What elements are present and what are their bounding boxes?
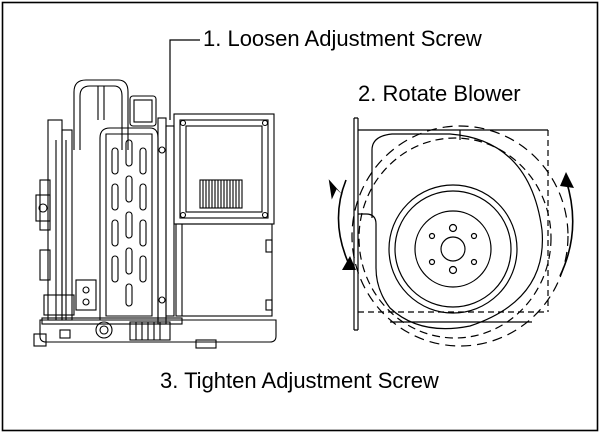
step-1-label: 1. Loosen Adjustment Screw: [203, 26, 482, 51]
rotation-arrows: [328, 172, 574, 277]
step-2-label: 2. Rotate Blower: [358, 81, 521, 106]
step-3-label: 3. Tighten Adjustment Screw: [160, 368, 439, 393]
assembly-side-view: [33, 79, 277, 349]
left-rotation-arc: [337, 179, 349, 263]
right-arrow-head-up-icon: [560, 172, 574, 188]
step1-leader-line: [169, 39, 200, 120]
left-arrow-head-up-icon: [328, 179, 344, 200]
right-rotation-arc: [559, 179, 574, 277]
left-arrow-head-down-icon: [342, 256, 356, 270]
blower-rotation-view: [351, 117, 569, 347]
